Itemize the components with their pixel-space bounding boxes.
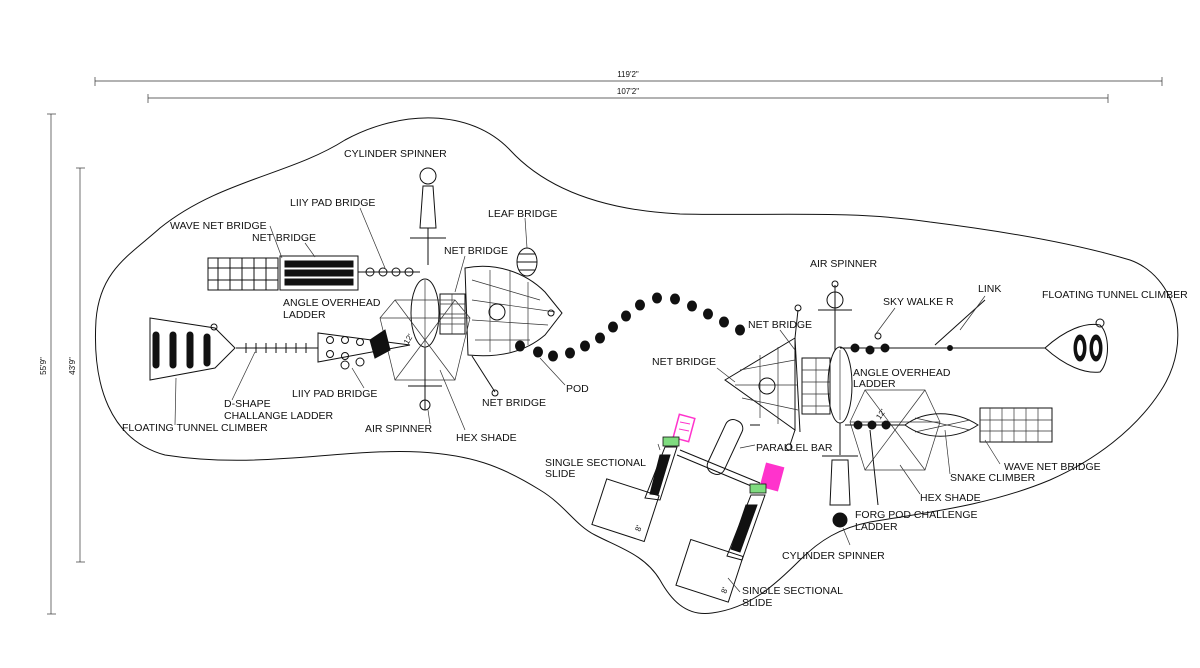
label-net-bridge-right-upper: NET BRIDGE — [748, 319, 812, 331]
label-net-bridge-upper-center: NET BRIDGE — [444, 245, 508, 257]
label-angle-overhead-ladder-left-2: LADDER — [283, 309, 326, 321]
d-shape-challenge-ladder — [236, 343, 318, 353]
net-deck-left — [464, 265, 563, 357]
label-angle-overhead-ladder-right: ANGLE OVERHEAD — [853, 367, 951, 379]
label-wave-net-bridge-right: WAVE NET BRIDGE — [1004, 461, 1101, 473]
label-d-shape: D-SHAPE — [224, 398, 271, 410]
label-sky-walker: SKY WALKE R — [883, 296, 954, 308]
label-net-bridge-left: NET BRIDGE — [252, 232, 316, 244]
lily-pad-bridge-bottom — [340, 357, 365, 370]
leader-lines — [174, 207, 1001, 593]
air-spinner-left — [408, 347, 442, 411]
label-hex-shade-right: HEX SHADE — [920, 492, 981, 504]
label-snake-climber: SNAKE CLIMBER — [950, 472, 1036, 484]
inner-depth-dimension: 43'9" — [68, 357, 77, 375]
cylinder-spinner-top — [410, 167, 446, 265]
label-single-sectional-slide-right: SINGLE SECTIONAL — [742, 585, 843, 597]
label-wave-net-bridge-left: WAVE NET BRIDGE — [170, 220, 267, 232]
pod-stepping-path — [515, 292, 745, 362]
net-bridge-center — [410, 278, 466, 348]
floating-tunnel-climber-right — [1044, 318, 1108, 373]
hex-shade-right: 12' — [849, 389, 941, 471]
inner-width-dimension: 107'2" — [617, 87, 639, 96]
label-single-sectional-slide-left-2: SLIDE — [545, 468, 575, 480]
equipment-labels: CYLINDER SPINNER LIIY PAD BRIDGE WAVE NE… — [122, 148, 1188, 609]
single-sectional-slide-right: 8' — [675, 462, 785, 603]
label-hex-shade-left: HEX SHADE — [456, 432, 517, 444]
parallel-bar — [706, 419, 796, 475]
single-sectional-slide-left: 8' — [591, 413, 761, 543]
right-play-cluster: 12' — [706, 280, 1108, 528]
label-net-bridge-lower-center: NET BRIDGE — [482, 397, 546, 409]
forg-pod-challenge-ladder — [845, 420, 905, 506]
label-single-sectional-slide-right-2: SLIDE — [742, 597, 772, 609]
label-air-spinner-right: AIR SPINNER — [810, 258, 878, 270]
cylinder-spinner-bottom — [822, 423, 858, 528]
label-cylinder-spinner-top: CYLINDER SPINNER — [344, 148, 447, 160]
net-bridge-right — [801, 357, 831, 415]
label-parallel-bar: PARALLEL BAR — [756, 442, 833, 454]
left-play-cluster: 12' — [149, 167, 563, 411]
angle-overhead-ladder-left — [317, 329, 411, 363]
label-lily-pad-bridge-top: LIIY PAD BRIDGE — [290, 197, 375, 209]
overall-width-dimension: 119'2" — [617, 70, 639, 79]
wave-net-bridge-right — [979, 407, 1053, 443]
wave-net-bridge-left — [207, 257, 279, 291]
label-forg-pod-challenge-ladder-2: LADDER — [855, 521, 898, 533]
label-pod: POD — [566, 383, 589, 395]
angle-overhead-ladder-right — [827, 346, 853, 424]
slide-left-height: 8' — [633, 524, 644, 533]
air-spinner-right — [818, 280, 852, 350]
label-link: LINK — [978, 283, 1001, 295]
label-leaf-bridge: LEAF BRIDGE — [488, 208, 557, 220]
label-single-sectional-slide-left: SINGLE SECTIONAL — [545, 457, 646, 469]
label-net-bridge-right-left: NET BRIDGE — [652, 356, 716, 368]
label-air-spinner-left: AIR SPINNER — [365, 423, 433, 435]
label-d-shape-2: CHALLANGE LADDER — [224, 410, 334, 422]
label-angle-overhead-ladder-right-2: LADDER — [853, 378, 896, 390]
hex-shade-right-size: 12' — [874, 407, 888, 421]
slide-right-height: 8' — [719, 586, 730, 595]
site-boundary — [94, 117, 1179, 615]
label-floating-tunnel-climber-left: FLOATING TUNNEL CLIMBER — [122, 422, 268, 434]
overall-depth-dimension: 55'9" — [39, 357, 48, 375]
net-bridge-lower-center — [471, 355, 499, 397]
label-angle-overhead-ladder-left: ANGLE OVERHEAD — [283, 297, 381, 309]
sky-walker — [840, 332, 950, 355]
label-cylinder-spinner-bottom: CYLINDER SPINNER — [782, 550, 885, 562]
net-deck-right — [724, 304, 802, 433]
lily-pad-bridge-top — [358, 267, 420, 277]
label-lily-pad-bridge-bottom: LIIY PAD BRIDGE — [292, 388, 377, 400]
dimension-lines: 119'2" 107'2" 55'9" 43'9" — [39, 70, 1163, 615]
net-bridge-left — [279, 255, 359, 291]
label-floating-tunnel-climber-right: FLOATING TUNNEL CLIMBER — [1042, 289, 1188, 301]
label-forg-pod-challenge-ladder: FORG POD CHALLENGE — [855, 509, 978, 521]
floating-tunnel-climber-left — [149, 317, 236, 381]
snake-climber — [904, 413, 979, 437]
leaf-bridge — [516, 247, 538, 277]
